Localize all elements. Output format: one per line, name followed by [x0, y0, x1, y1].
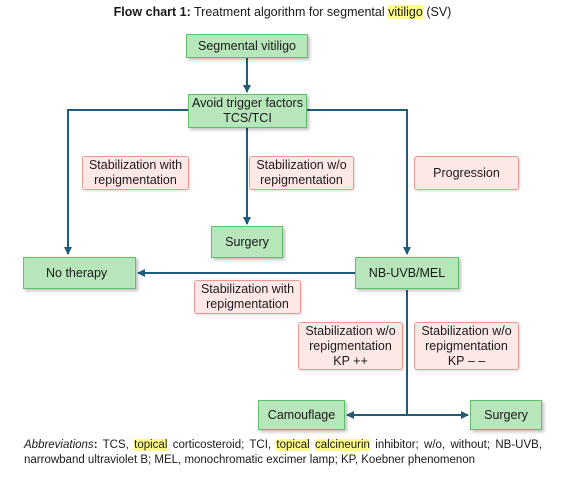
- label-line: Stabilization w/o: [256, 158, 347, 172]
- node-surgery-bottom: Surgery: [470, 400, 542, 430]
- label-progression: Progression: [414, 156, 519, 190]
- label-line: Stabilization with: [88, 158, 183, 172]
- label-stabilization-with-repig-left: Stabilization with repigmentation: [82, 156, 189, 190]
- abbr-text: corticosteroid; TCI,: [172, 439, 272, 451]
- node-no-therapy-label: No therapy: [46, 265, 108, 280]
- node-surgery-bottom-label: Surgery: [484, 407, 528, 422]
- label-line: Stabilization w/o: [305, 323, 396, 338]
- node-camouflage-label: Camouflage: [267, 407, 336, 422]
- label-kp-minus-minus: Stabilization w/o repigmentation KP – –: [414, 322, 519, 370]
- node-surgery-mid: Surgery: [211, 226, 283, 258]
- abbreviations-footnote: Abbreviations: TCS, topical corticostero…: [24, 438, 542, 468]
- label-line: repigmentation: [260, 173, 343, 187]
- node-avoid-line1: Avoid trigger factors: [192, 96, 303, 110]
- label-line: Stabilization with: [200, 282, 295, 296]
- label-stabilization-with-repig-mid: Stabilization with repigmentation: [194, 280, 301, 314]
- title-highlight: vitiligo: [388, 5, 423, 19]
- label-stabilization-wo-repig-mid: Stabilization w/o repigmentation: [249, 156, 354, 190]
- node-no-therapy: No therapy: [23, 257, 136, 289]
- node-avoid-trigger-factors: Avoid trigger factors TCS/TCI: [188, 94, 307, 128]
- title-suffix: (SV): [426, 5, 452, 19]
- label-line: KP ++: [333, 353, 368, 368]
- arrow-avoid-to-no-therapy: [64, 109, 188, 255]
- label-kp-plus-plus: Stabilization w/o repigmentation KP ++: [298, 322, 403, 370]
- node-surgery-mid-label: Surgery: [225, 234, 269, 249]
- label-line: repigmentation: [309, 338, 392, 353]
- node-segmental-label: Segmental vitiligo: [198, 38, 296, 53]
- abbr-highlight: topical: [134, 439, 168, 451]
- abbr-highlight: calcineurin: [314, 439, 370, 451]
- title-text: Treatment algorithm for segmental: [194, 5, 385, 19]
- label-line: KP – –: [447, 353, 486, 368]
- node-camouflage: Camouflage: [258, 400, 345, 430]
- node-nbuvb-label: NB-UVB/MEL: [368, 265, 446, 280]
- abbreviations-colon: :: [93, 439, 98, 451]
- abbreviations-label: Abbreviations: [24, 439, 94, 451]
- label-line: repigmentation: [206, 297, 289, 311]
- abbr-text: TCS,: [102, 439, 129, 451]
- abbr-text: inhibitor; w/o, without; NB-UVB, narrowb…: [24, 439, 543, 466]
- arrow-avoid-to-nbuvb: [307, 109, 411, 255]
- node-avoid-line2: TCS/TCI: [223, 111, 272, 125]
- label-line: Progression: [433, 165, 500, 180]
- node-nbuvb-mel: NB-UVB/MEL: [355, 257, 459, 289]
- label-line: repigmentation: [94, 173, 177, 187]
- title-prefix: Flow chart 1:: [113, 5, 191, 19]
- label-line: Stabilization w/o: [421, 323, 512, 338]
- node-segmental-vitiligo: Segmental vitiligo: [186, 34, 308, 58]
- abbr-highlight: topical: [276, 439, 310, 451]
- label-line: repigmentation: [425, 338, 508, 353]
- chart-title: Flow chart 1: Treatment algorithm for se…: [0, 5, 565, 19]
